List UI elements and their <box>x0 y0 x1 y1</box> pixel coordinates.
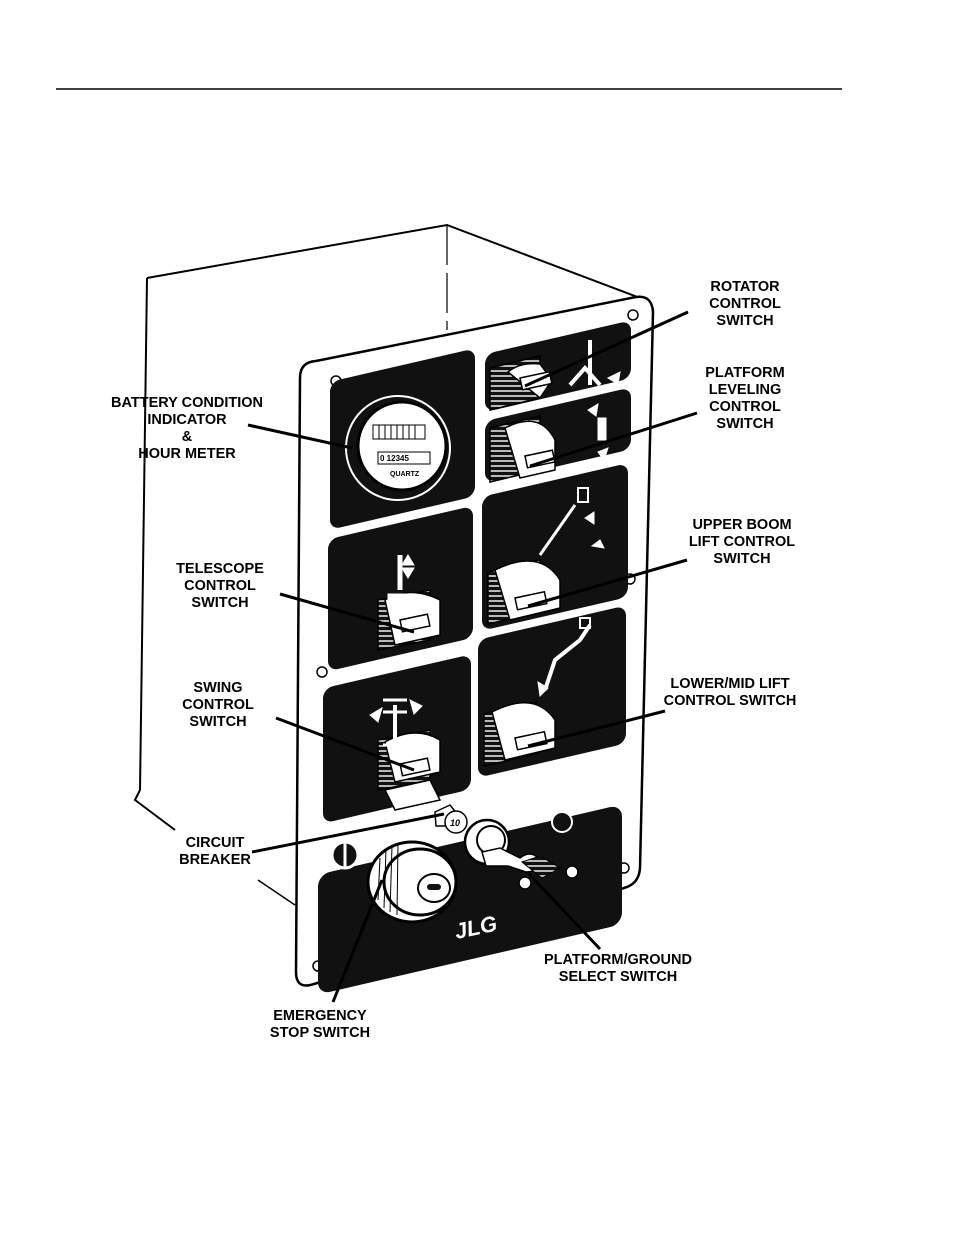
breaker-leader <box>251 812 445 854</box>
swing-icon <box>369 698 423 747</box>
telescope-leader <box>279 592 415 634</box>
rotator-leader <box>524 310 689 388</box>
leveling-toggle[interactable] <box>489 415 556 483</box>
front-panel: 0 12345 QUARTZ <box>294 295 655 993</box>
circuit-breaker[interactable]: 10 <box>434 804 468 834</box>
breaker-label: CIRCUIT BREAKER <box>179 835 251 868</box>
leveling-label: PLATFORM LEVELING CONTROL SWITCH <box>705 365 785 432</box>
upper-boom-label: UPPER BOOM LIFT CONTROL SWITCH <box>688 517 796 567</box>
platform-ground-keyswitch[interactable] <box>463 818 579 890</box>
upper-boom-icon <box>538 487 605 556</box>
leader-lines <box>247 310 698 1003</box>
function-icons <box>369 340 621 833</box>
upper-boom-toggle[interactable] <box>487 559 561 625</box>
meter-brand: QUARTZ <box>390 471 420 478</box>
cable-grip <box>330 840 360 870</box>
rotator-label: ROTATOR CONTROL SWITCH <box>709 279 781 329</box>
battery-label: BATTERY CONDITION INDICATOR & HOUR METER <box>111 395 263 462</box>
swing-label: SWING CONTROL SWITCH <box>182 680 254 730</box>
lower-mid-label: LOWER/MID LIFT CONTROL SWITCH <box>663 676 797 709</box>
estop-label: EMERGENCY STOP SWITCH <box>269 1008 371 1041</box>
battery-leader <box>247 423 353 450</box>
lower-mid-icon <box>537 617 592 698</box>
toggle-switches <box>377 355 561 811</box>
lower-mid-toggle[interactable] <box>483 701 556 767</box>
rotator-icon <box>568 340 621 387</box>
breaker-rating: 10 <box>450 818 460 828</box>
emergency-stop-button[interactable] <box>366 840 458 924</box>
hour-counter: 0 12345 <box>380 454 409 463</box>
swing-leader <box>275 716 415 772</box>
leveling-leader <box>529 411 698 468</box>
estop-leader <box>331 879 384 1003</box>
platform-ground-icon <box>504 766 573 833</box>
platform-ground-leader <box>526 871 602 951</box>
platform-ground-label: PLATFORM/GROUND SELECT SWITCH <box>544 952 692 985</box>
telescope-label: TELESCOPE CONTROL SWITCH <box>176 561 264 611</box>
bottom-section <box>318 806 622 993</box>
telescope-icon <box>387 554 415 603</box>
battery-hour-meter: 0 12345 QUARTZ <box>345 395 451 501</box>
enclosure-box <box>133 223 641 906</box>
lower-mid-leader <box>527 709 666 748</box>
leveling-icon <box>587 403 609 462</box>
upper-boom-leader <box>527 558 688 608</box>
